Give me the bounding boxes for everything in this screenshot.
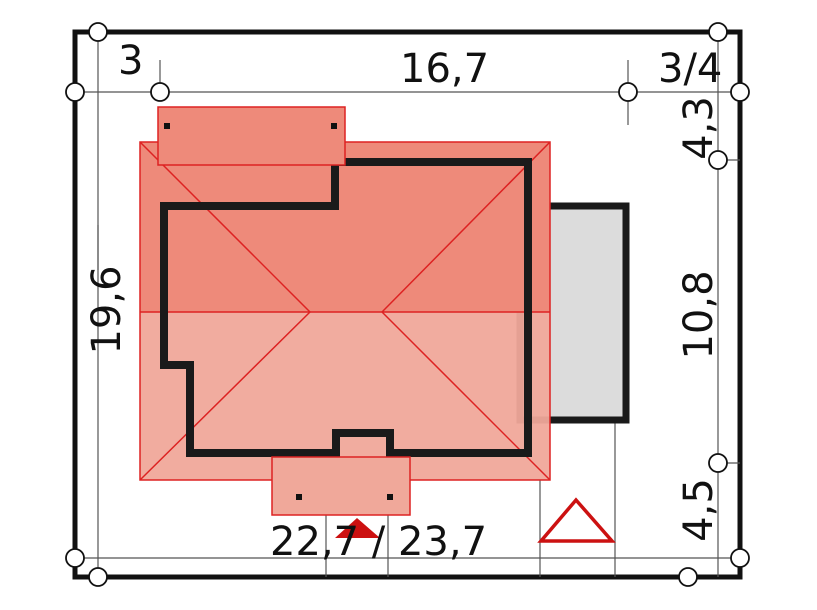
triangle-up-icon [537, 497, 616, 543]
circle-marker-icon [88, 22, 108, 42]
circle-marker-icon [730, 82, 750, 102]
circle-marker-icon [65, 548, 85, 568]
top-porch-post-left [164, 123, 170, 129]
entrance-post-right [387, 494, 393, 500]
house-walls [160, 158, 532, 457]
roof-lower-half [140, 312, 550, 480]
entrance-post-left [296, 494, 302, 500]
plot-boundary [72, 29, 743, 580]
circle-marker-icon [150, 82, 170, 102]
circle-marker-icon [88, 567, 108, 587]
survey-points [65, 22, 750, 587]
dim-top-setback: 4,3 [676, 96, 722, 160]
top-porch [157, 106, 346, 166]
dim-house-depth: 10,8 [676, 270, 722, 359]
dim-left-setback: 3 [118, 38, 143, 84]
circle-marker-icon [730, 548, 750, 568]
dim-total-depth: 19,6 [84, 265, 130, 354]
entrance-porch [271, 456, 411, 516]
circle-marker-icon [708, 150, 728, 170]
dim-plot-width: 22,7 / 23,7 [270, 519, 487, 565]
circle-marker-icon [708, 453, 728, 473]
entrance-arrow-icon [335, 518, 380, 538]
circle-marker-icon [618, 82, 638, 102]
dim-house-width: 16,7 [400, 46, 489, 92]
circle-marker-icon [708, 22, 728, 42]
dim-bottom-setback: 4,5 [676, 478, 722, 542]
circle-marker-icon [678, 567, 698, 587]
dim-right-setback: 3/4 [658, 46, 722, 92]
top-porch-post-right [331, 123, 337, 129]
circle-marker-icon [65, 82, 85, 102]
roof-upper-half [140, 142, 550, 312]
